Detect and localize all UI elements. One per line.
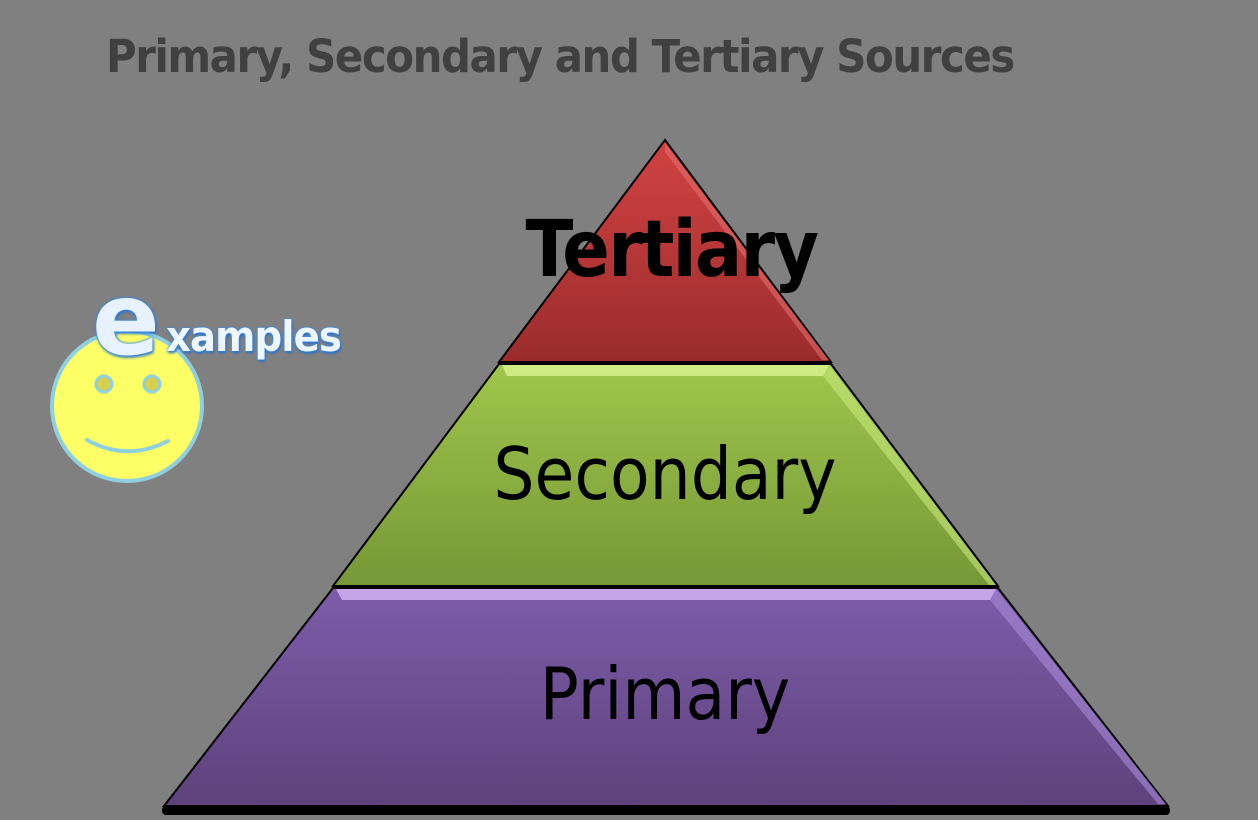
pyramid-shadow: [162, 806, 1170, 815]
tier-secondary: [331, 363, 1001, 587]
tier-label-secondary: Secondary: [493, 432, 837, 516]
logo-text: xamples: [166, 312, 342, 361]
logo-initial: e: [92, 261, 160, 378]
tier-label-tertiary: Tertiary: [525, 205, 820, 295]
smiley-face-icon: [50, 329, 204, 483]
tier-primary: [161, 587, 1171, 807]
diagram-title: Primary, Secondary and Tertiary Sources: [106, 30, 1015, 83]
tier-label-primary: Primary: [539, 652, 791, 736]
tier-tertiary: [497, 138, 833, 363]
